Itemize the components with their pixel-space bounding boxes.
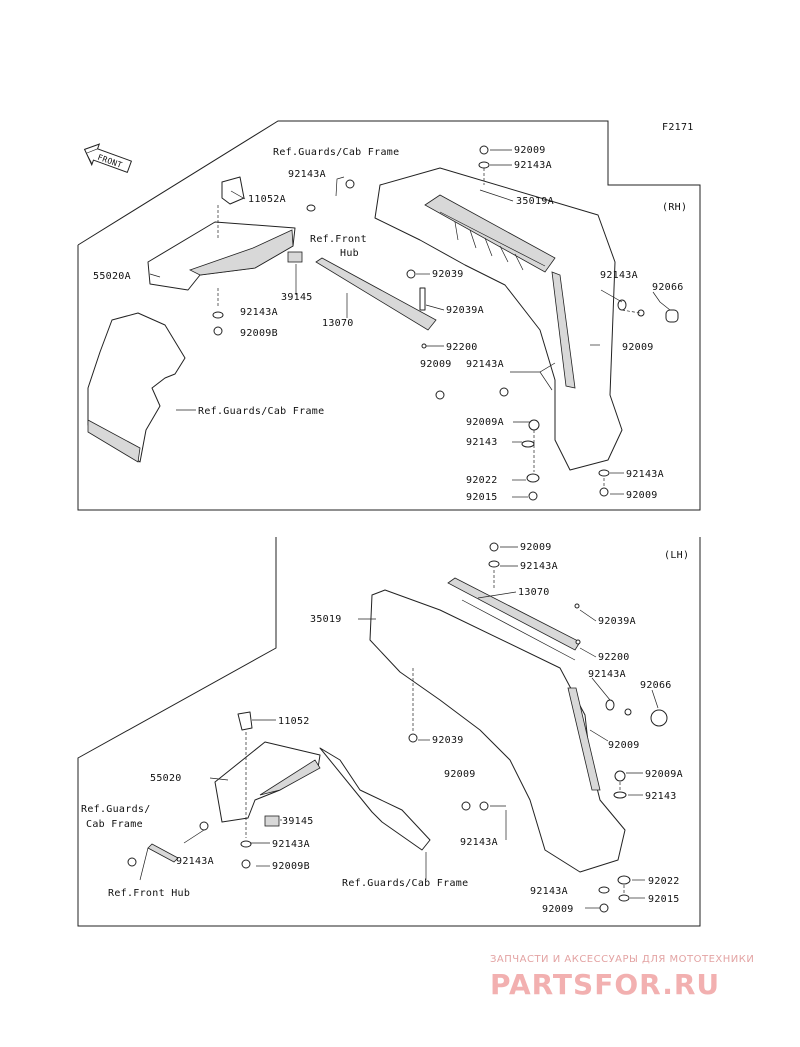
fender-trim-lh <box>567 687 601 791</box>
label-92009-m: 92009 <box>420 359 452 370</box>
rh-frame <box>77 120 701 511</box>
label-lh-13070: 13070 <box>518 587 550 598</box>
rh-hardware <box>212 145 679 501</box>
label-35019A: 35019A <box>516 196 554 207</box>
label-lh-ref-front-hub: Ref.Front Hub <box>108 888 190 899</box>
label-lh-92143A-m: 92143A <box>460 837 498 848</box>
label-92015: 92015 <box>466 492 498 503</box>
rh-leaders <box>149 149 671 498</box>
label-lh-92200: 92200 <box>598 652 630 663</box>
watermark: ЗАПЧАСТИ И АКСЕССУАРЫ ДЛЯ МОТОТЕХНИКИ PA… <box>490 954 754 1001</box>
label-lh-92009-top: 92009 <box>520 542 552 553</box>
label-11052A: 11052A <box>248 194 286 205</box>
label-lh-92015: 92015 <box>648 894 680 905</box>
label-lh-ref-guards-left-2: Cab Frame <box>86 819 143 830</box>
pad-39145 <box>287 251 303 263</box>
bracket-11052A <box>221 176 245 205</box>
lh-frame <box>77 537 701 927</box>
label-92009-r: 92009 <box>622 342 654 353</box>
label-92143A-r: 92143A <box>600 270 638 281</box>
label-92039A: 92039A <box>446 305 484 316</box>
label-92009-top: 92009 <box>514 145 546 156</box>
front-fender-35019A <box>374 167 623 471</box>
fender-edge-lh <box>461 599 576 661</box>
lh-leaders <box>139 546 659 909</box>
label-92200: 92200 <box>446 342 478 353</box>
label-lh-92143A-b: 92143A <box>530 886 568 897</box>
lh-side-label: (LH) <box>664 550 689 561</box>
label-92066: 92066 <box>652 282 684 293</box>
label-lh-92143A-top: 92143A <box>520 561 558 572</box>
label-lh-92143A-r: 92143A <box>588 669 626 680</box>
guards-cab-frame-lh <box>319 747 431 851</box>
label-lh-35019: 35019 <box>310 614 342 625</box>
label-92009B: 92009B <box>240 328 278 339</box>
label-ref-front-hub-1: Ref.Front <box>310 234 367 245</box>
front-fender-35019 <box>369 589 626 873</box>
fender-ribs <box>439 211 546 271</box>
label-lh-92009-m: 92009 <box>444 769 476 780</box>
mud-guard-55020A-shade <box>188 229 294 276</box>
label-lh-ref-guards-left-1: Ref.Guards/ <box>81 804 151 815</box>
label-lh-39145: 39145 <box>282 816 314 827</box>
label-lh-92143: 92143 <box>645 791 677 802</box>
label-lh-11052: 11052 <box>278 716 310 727</box>
label-lh-92039A: 92039A <box>598 616 636 627</box>
label-lh-92022: 92022 <box>648 876 680 887</box>
lh-labels: 92009 92143A 13070 35019 92039A 92200 92… <box>81 542 683 915</box>
trim-strip-13070 <box>315 257 437 331</box>
watermark-tagline: ЗАПЧАСТИ И АКСЕССУАРЫ ДЛЯ МОТОТЕХНИКИ <box>490 954 754 965</box>
guards-cab-frame-rh <box>87 312 186 463</box>
label-lh-92039: 92039 <box>432 735 464 746</box>
watermark-brand: PARTSFOR.RU <box>490 968 720 1001</box>
label-92143A-top: 92143A <box>514 160 552 171</box>
mud-guard-55020-shade <box>259 759 321 796</box>
label-lh-92009A: 92009A <box>645 769 683 780</box>
lh-hardware <box>127 542 668 913</box>
front-fender-35019A-shade <box>424 194 556 273</box>
label-lh-ref-guards-bottom: Ref.Guards/Cab Frame <box>342 878 468 889</box>
mud-guard-55020 <box>214 741 321 823</box>
bracket-11052 <box>237 711 253 731</box>
label-92009A: 92009A <box>466 417 504 428</box>
label-lh-55020: 55020 <box>150 773 182 784</box>
label-ref-front-hub-2: Hub <box>340 248 359 259</box>
label-39145: 39145 <box>281 292 313 303</box>
label-92009-br: 92009 <box>626 490 658 501</box>
label-lh-92009-b: 92009 <box>542 904 574 915</box>
label-lh-92009-r: 92009 <box>608 740 640 751</box>
guards-cab-frame-rh-shade <box>87 419 141 463</box>
lh-panel: (LH) <box>77 537 701 927</box>
rh-panel: (RH) <box>77 120 701 511</box>
label-92022: 92022 <box>466 475 498 486</box>
hub-rod <box>147 843 179 863</box>
label-lh-92066: 92066 <box>640 680 672 691</box>
label-92143A-b: 92143A <box>240 307 278 318</box>
label-92143A-m: 92143A <box>466 359 504 370</box>
label-92143A-br: 92143A <box>626 469 664 480</box>
pad-39145-lh <box>264 815 280 827</box>
label-92039: 92039 <box>432 269 464 280</box>
label-55020A: 55020A <box>93 271 131 282</box>
rh-labels: Ref.Guards/Cab Frame 92143A 11052A Ref.F… <box>93 145 684 503</box>
label-lh-92143A-l: 92143A <box>176 856 214 867</box>
label-92143A: 92143A <box>288 169 326 180</box>
rh-side-label: (RH) <box>662 202 687 213</box>
front-direction-icon: FRONT <box>83 143 133 174</box>
figure-code: F2171 <box>662 122 694 133</box>
fender-trim-rh <box>551 271 576 389</box>
label-lh-92143A-c: 92143A <box>272 839 310 850</box>
label-92143: 92143 <box>466 437 498 448</box>
label-13070: 13070 <box>322 318 354 329</box>
label-lh-92009B: 92009B <box>272 861 310 872</box>
label-ref-guards-bottom: Ref.Guards/Cab Frame <box>198 406 324 417</box>
label-ref-guards-top: Ref.Guards/Cab Frame <box>273 147 399 158</box>
